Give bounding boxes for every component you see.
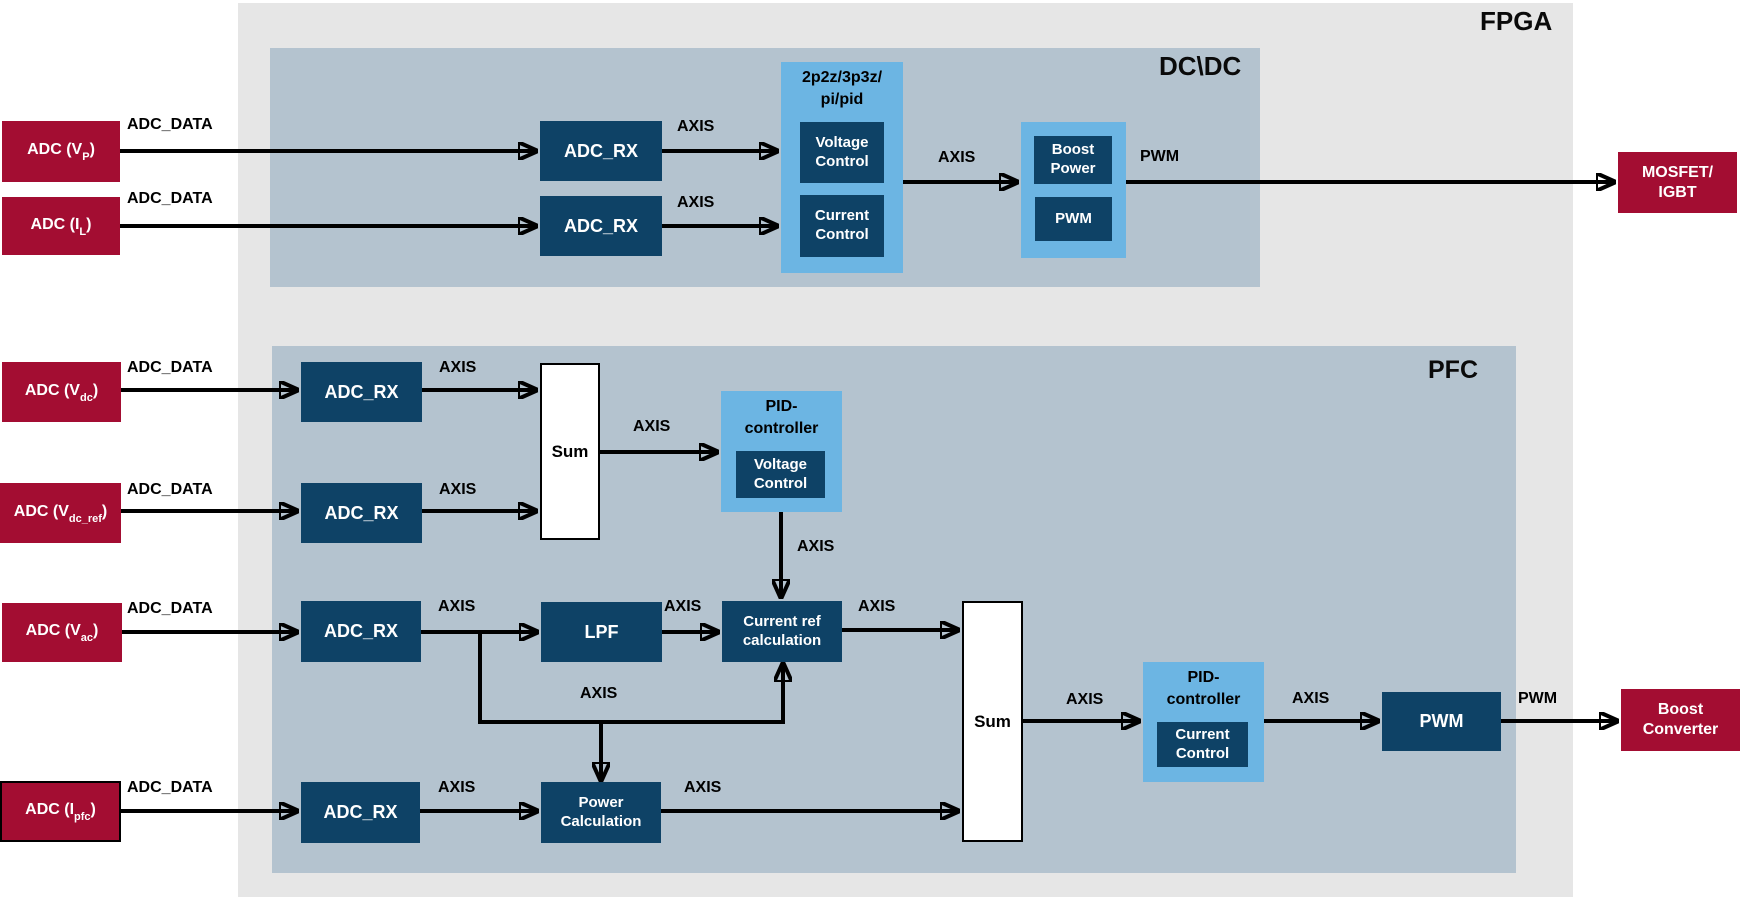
adc-rx-vac-block: ADC_RX bbox=[301, 601, 421, 662]
sum-current-block: Sum bbox=[962, 601, 1023, 842]
mosfet-igbt-block: MOSFET/ IGBT bbox=[1618, 152, 1737, 213]
pfc-region bbox=[272, 346, 1516, 873]
adc-vdcref-block: ADC (Vdc_ref) bbox=[0, 483, 121, 543]
pid-current-label: PID- controller bbox=[1166, 669, 1241, 708]
adc-ipfc-label: ADC (Ipfc) bbox=[25, 801, 96, 824]
lpf-block: LPF bbox=[541, 602, 662, 662]
adc-data-label-vac: ADC_DATA bbox=[127, 600, 213, 617]
axis-label-current-ref-out: AXIS bbox=[858, 598, 896, 615]
adc-data-label-vdcref: ADC_DATA bbox=[127, 481, 213, 498]
adc-data-label-il: ADC_DATA bbox=[127, 190, 213, 207]
pwm-label-pfc-out: PWM bbox=[1518, 690, 1558, 707]
axis-label-sum1-out: AXIS bbox=[633, 418, 671, 435]
axis-label-lpf-out: AXIS bbox=[664, 598, 702, 615]
adc-rx-ipfc-block: ADC_RX bbox=[301, 782, 420, 843]
axis-label-pid-voltage-out: AXIS bbox=[797, 538, 835, 555]
pwm-label-dcdc-out: PWM bbox=[1140, 148, 1180, 165]
voltage-control-block-dcdc: Voltage Control bbox=[800, 122, 884, 183]
pfc-region-label: PFC bbox=[1428, 356, 1478, 384]
axis-label-dcdc-row1: AXIS bbox=[677, 118, 715, 135]
adc-data-label-ipfc: ADC_DATA bbox=[127, 779, 213, 796]
adc-data-label-vdc: ADC_DATA bbox=[127, 359, 213, 376]
axis-label-vdc-row: AXIS bbox=[439, 359, 477, 376]
axis-label-power-calc-out: AXIS bbox=[684, 779, 722, 796]
sum-voltage-block: Sum bbox=[540, 363, 600, 540]
current-ref-calculation-block: Current ref calculation bbox=[722, 601, 842, 662]
adc-vdc-block: ADC (Vdc) bbox=[2, 362, 121, 422]
axis-label-pid-current-out: AXIS bbox=[1292, 690, 1330, 707]
adc-ipfc-block: ADC (Ipfc) bbox=[0, 781, 121, 842]
current-control-block-dcdc: Current Control bbox=[800, 195, 884, 257]
adc-vp-block: ADC (VP) bbox=[2, 121, 120, 182]
adc-vdcref-label: ADC (Vdc_ref) bbox=[13, 502, 108, 525]
adc-rx-vp-block: ADC_RX bbox=[540, 121, 662, 181]
adc-il-block: ADC (IL) bbox=[2, 197, 120, 255]
axis-label-ipfc-row: AXIS bbox=[438, 779, 476, 796]
adc-il-label: ADC (IL) bbox=[30, 215, 92, 238]
adc-rx-il-block: ADC_RX bbox=[540, 196, 662, 256]
boost-power-block: Boost Power bbox=[1034, 136, 1112, 184]
pwm-block-dcdc: PWM bbox=[1035, 197, 1112, 241]
pwm-block-pfc: PWM bbox=[1382, 692, 1501, 751]
adc-vp-label: ADC (VP) bbox=[27, 141, 95, 164]
adc-data-label-vp: ADC_DATA bbox=[127, 116, 213, 133]
boost-converter-block: Boost Converter bbox=[1621, 689, 1740, 751]
axis-label-vac-row: AXIS bbox=[438, 598, 476, 615]
power-calculation-block: Power Calculation bbox=[541, 782, 661, 843]
axis-label-compensator-out: AXIS bbox=[938, 149, 976, 166]
pid-voltage-label: PID- controller bbox=[744, 398, 819, 437]
adc-vac-block: ADC (Vac) bbox=[2, 603, 122, 662]
axis-label-sum2-out: AXIS bbox=[1066, 691, 1104, 708]
compensator-label: 2p2z/3p3z/ pi/pid bbox=[801, 69, 883, 108]
adc-rx-vdc-block: ADC_RX bbox=[301, 362, 422, 422]
dcdc-region-label: DC\DC bbox=[1159, 51, 1242, 81]
adc-rx-vdcref-block: ADC_RX bbox=[301, 483, 422, 543]
adc-vac-label: ADC (Vac) bbox=[25, 622, 99, 645]
fpga-region-label: FPGA bbox=[1480, 6, 1553, 36]
axis-label-vac-branch: AXIS bbox=[580, 685, 618, 702]
axis-label-vdcref-row: AXIS bbox=[439, 481, 477, 498]
current-control-block-pfc: Current Control bbox=[1157, 722, 1248, 767]
voltage-control-block-pfc: Voltage Control bbox=[736, 451, 825, 498]
axis-label-dcdc-row2: AXIS bbox=[677, 194, 715, 211]
adc-vdc-label: ADC (Vdc) bbox=[24, 381, 99, 404]
